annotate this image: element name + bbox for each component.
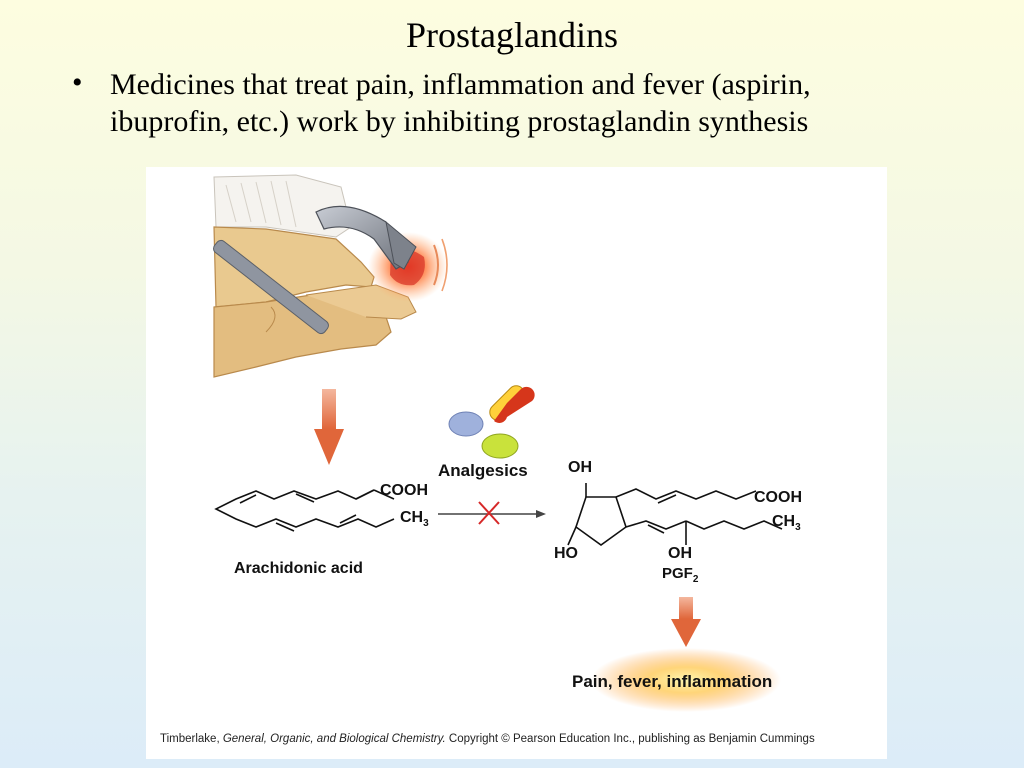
down-arrow-2-head — [671, 619, 701, 647]
pgf2-name: PGF2 — [662, 565, 698, 585]
hand-hammer-illustration — [213, 174, 448, 378]
figure-drawing — [213, 174, 783, 712]
pgf2-structure — [567, 483, 783, 546]
pgf2-oh-top: OH — [568, 459, 592, 476]
arachidonic-ch3-sub: 3 — [423, 518, 429, 530]
arachidonic-acid-structure — [214, 489, 395, 532]
pgf2-ch3-text: CH — [772, 513, 796, 530]
effects-label: Pain, fever, inflammation — [572, 672, 773, 691]
figure-credit: Timberlake, General, Organic, and Biolog… — [160, 733, 815, 745]
credit-suffix: Copyright © Pearson Education Inc., publ… — [445, 733, 815, 745]
bullet-text: Medicines that treat pain, inflammation … — [110, 66, 970, 140]
pgf2-oh-side: OH — [668, 545, 692, 562]
effects-glow — [591, 648, 781, 712]
down-arrow-1-head — [314, 429, 344, 465]
arachidonic-ch3-text: CH — [400, 509, 424, 526]
bullet-line-1: Medicines that treat pain, inflammation … — [110, 68, 811, 101]
pgf2-name-sub: 2 — [692, 574, 699, 585]
analgesics-label: Analgesics — [438, 461, 528, 480]
pgf2-name-text: PGF — [662, 565, 693, 582]
credit-book: General, Organic, and Biological Chemist… — [222, 733, 446, 745]
figure-panel: Analgesics COOH CH3 Arachidonic acid OH … — [146, 167, 887, 759]
arachidonic-ch3-label: CH3 — [400, 509, 429, 529]
arachidonic-cooh-label: COOH — [380, 482, 428, 499]
slide-title: Prostaglandins — [406, 15, 618, 55]
credit-prefix: Timberlake, — [160, 733, 223, 745]
pgf2-cooh-label: COOH — [754, 489, 802, 506]
bullet-line-2: ibuprofin, etc.) work by inhibiting pros… — [110, 105, 809, 138]
pgf2-ch3-label: CH3 — [772, 513, 801, 533]
pgf2-ch3-sub: 3 — [795, 522, 801, 534]
pills-icon — [448, 385, 535, 459]
down-arrow-2-shaft — [679, 597, 693, 619]
blocked-x-icon — [478, 501, 500, 525]
bullet-marker: • — [72, 66, 83, 99]
down-arrow-1-shaft — [322, 389, 336, 429]
pgf2-ho-bottom: HO — [554, 545, 578, 562]
arachidonic-acid-name: Arachidonic acid — [234, 560, 363, 577]
reaction-arrow-head — [536, 510, 546, 518]
